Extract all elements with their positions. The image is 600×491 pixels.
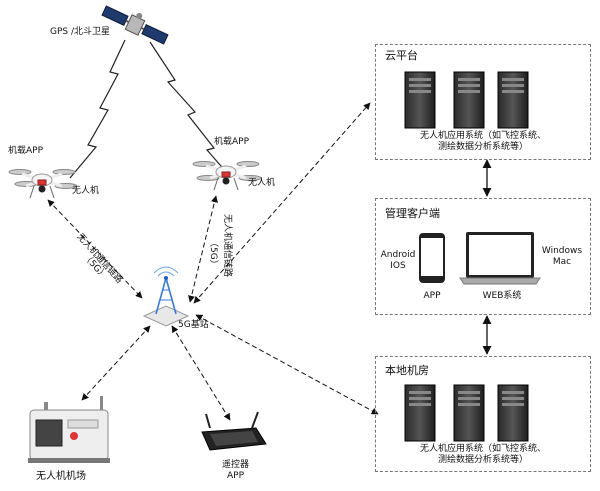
laptop-icon: [459, 232, 541, 285]
phone-os-label: Android IOS: [378, 250, 418, 272]
cloud-platform-title: 云平台: [385, 49, 418, 62]
cloud-desc-line2: 测绘数据分析系统等）: [437, 142, 528, 152]
local-server-room-desc: 无人机应用系统（如飞控系统、 测绘数据分析系统等）: [393, 444, 573, 466]
link-right-sub-label: （5G）: [208, 238, 218, 269]
management-client-box: [375, 198, 591, 315]
drone-right-name-label: 无人机: [248, 178, 276, 188]
link-right-label: 无人机通信链路: [222, 214, 232, 278]
laptop-web-label: WEB系统: [482, 291, 522, 301]
drone-right-icon: [192, 161, 262, 191]
remote-controller-app: APP: [227, 471, 245, 481]
remote-controller-name: 遥控器: [222, 460, 250, 470]
base-station-icon: [142, 266, 190, 327]
satellite-icon: [101, 5, 169, 45]
satellite-link-right: [149, 41, 229, 175]
laptop-os-line2: Mac: [552, 257, 572, 267]
link-base-cloud: [193, 102, 371, 304]
cloud-platform-box: [375, 44, 591, 160]
link-base-local: [195, 314, 379, 415]
satellite-label: GPS /北斗卫星: [50, 27, 111, 37]
drone-left-name-label: 无人机: [72, 186, 100, 196]
drone-right-app-label: 机载APP: [214, 137, 250, 147]
local-desc-line2: 测绘数据分析系统等）: [437, 455, 528, 465]
uav-airport-icon: [28, 396, 110, 463]
remote-controller-icon: [201, 411, 267, 451]
laptop-os-label: Windows Mac: [538, 246, 586, 268]
uav-airport-label: 无人机机场: [36, 471, 86, 482]
management-client-title: 管理客户端: [385, 207, 440, 220]
phone-app-label: APP: [423, 291, 441, 301]
cloud-desc-line1: 无人机应用系统（如飞控系统、: [419, 131, 546, 141]
link-base-remote: [171, 325, 231, 421]
drone-left-app-label: 机载APP: [8, 146, 44, 156]
cloud-platform-desc: 无人机应用系统（如飞控系统、 测绘数据分析系统等）: [393, 131, 573, 153]
local-desc-line1: 无人机应用系统（如飞控系统、: [419, 444, 546, 454]
remote-controller-label: 遥控器 APP: [222, 460, 249, 482]
phone-os-line1: Android: [380, 250, 416, 260]
phone-os-line2: IOS: [390, 261, 406, 271]
smartphone-icon: [419, 233, 445, 283]
link-drone-left-base: [47, 199, 143, 299]
link-base-airport: [81, 325, 151, 401]
local-server-room-box: [375, 356, 591, 472]
local-servers-icon: [404, 384, 529, 442]
base-station-label: 5G基站: [178, 320, 209, 330]
satellite-link-left: [69, 39, 126, 179]
laptop-os-line1: Windows: [541, 246, 583, 256]
cloud-servers-icon: [404, 71, 529, 129]
drone-left-icon: [8, 169, 78, 199]
local-server-room-title: 本地机房: [385, 364, 429, 377]
